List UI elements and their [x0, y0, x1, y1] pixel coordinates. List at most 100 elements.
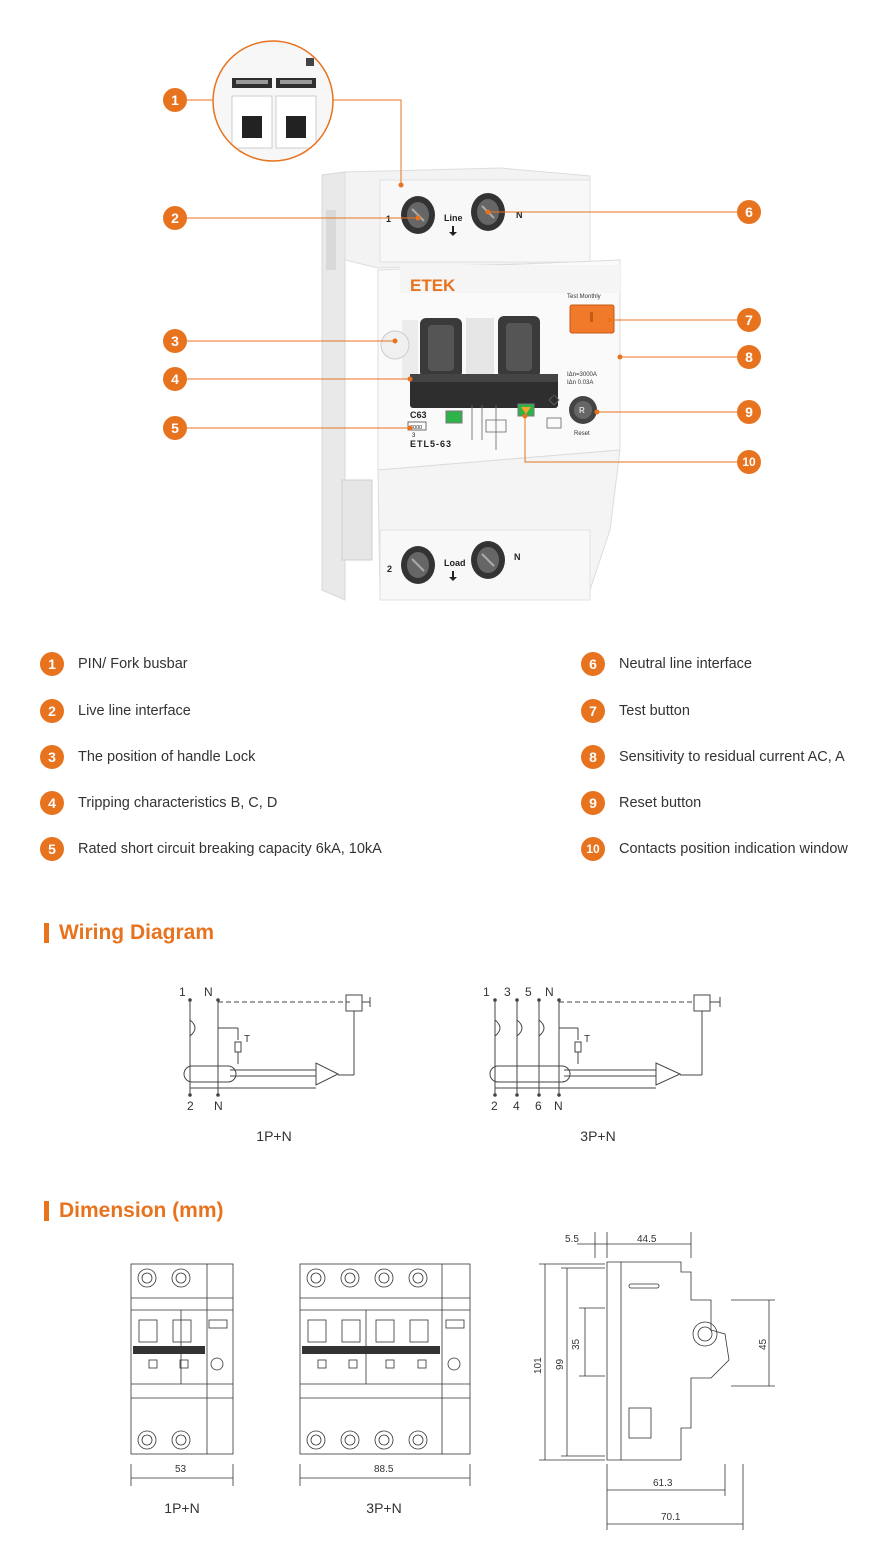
dimension-heading: Dimension (mm): [44, 1199, 224, 1223]
brand-logo: ETEK: [410, 276, 456, 295]
legend-text: Reset button: [619, 795, 702, 811]
width-label: 88.5: [374, 1464, 394, 1475]
top-neutral-label: N: [516, 210, 523, 220]
top-label-3: 3: [504, 985, 511, 999]
callout-badge-1: 1: [163, 88, 187, 112]
test-label: T: [584, 1034, 590, 1045]
callout-badge-3: 3: [163, 329, 187, 353]
legend-number: 7: [581, 699, 605, 723]
callout-badge-9: 9: [737, 400, 761, 424]
bottom-neutral-label: N: [514, 552, 521, 562]
dimension-title: Dimension (mm): [59, 1199, 224, 1222]
legend-number: 6: [581, 652, 605, 676]
test-monthly-label: Test Monthly: [567, 294, 601, 300]
wiring-diagram-title: Wiring Diagram: [59, 921, 214, 944]
bottom-label-n: N: [554, 1099, 563, 1110]
bottom-label-4: 4: [513, 1099, 520, 1110]
heading-bar: [44, 923, 49, 943]
legend-item-7: 7 Test button: [581, 698, 690, 724]
dim-44-5: 44.5: [637, 1234, 657, 1245]
load-arrow-icon: [449, 571, 457, 581]
callout-lines: [187, 99, 737, 463]
dim-61-3: 61.3: [653, 1478, 673, 1489]
top-label-5: 5: [525, 985, 532, 999]
bottom-label-2: 2: [491, 1099, 498, 1110]
legend-item-6: 6 Neutral line interface: [581, 651, 752, 677]
legend-item-9: 9 Reset button: [581, 790, 701, 816]
callout-badge-2: 2: [163, 206, 187, 230]
dim-101: 101: [533, 1357, 544, 1374]
width-label: 53: [175, 1464, 187, 1475]
legend-item-4: 4 Tripping characteristics B, C, D: [40, 790, 277, 816]
legend-text: Live line interface: [78, 703, 191, 719]
dimension-caption-1p-n: 1P+N: [164, 1500, 200, 1516]
legend-item-8: 8 Sensitivity to residual current AC, A: [581, 744, 845, 770]
wiring-caption-3p-n: 3P+N: [580, 1128, 616, 1144]
wiring-diagram-1p-n: 1 N T 2 N: [179, 985, 371, 1110]
legend-number: 9: [581, 791, 605, 815]
top-label-1: 1: [179, 985, 186, 999]
bottom-label-6: 6: [535, 1099, 542, 1110]
legend-item-2: 2 Live line interface: [40, 698, 191, 724]
class-mark: 3: [412, 433, 416, 439]
front-view-3p-n: 88.5: [299, 1263, 471, 1486]
legend-number: 3: [40, 745, 64, 769]
dimension-caption-3p-n: 3P+N: [366, 1500, 402, 1516]
legend-number: 2: [40, 699, 64, 723]
legend-text: Rated short circuit breaking capacity 6k…: [78, 841, 382, 857]
bottom-terminal-number: 2: [387, 564, 392, 574]
side-view-drawing: 5.5 44.5 101 99 35 45 61.3 70.1: [533, 1232, 775, 1530]
terminal-3-label: 3: [552, 393, 556, 399]
legend-item-3: 3 The position of handle Lock: [40, 744, 255, 770]
rating-label: C63: [410, 410, 427, 420]
dim-35: 35: [571, 1338, 582, 1350]
legend-text: Tripping characteristics B, C, D: [78, 795, 278, 811]
callout-badge-7: 7: [737, 308, 761, 332]
legend-number: 4: [40, 791, 64, 815]
line-arrow-icon: [449, 226, 457, 236]
legend-number: 8: [581, 745, 605, 769]
wiring-diagram-3p-n: 1 3 5 N T 2 4 6 N: [483, 985, 721, 1110]
model-label: ETL5-63: [410, 439, 452, 449]
dim-45: 45: [758, 1338, 769, 1350]
breaker-body: [321, 167, 621, 601]
front-view-1p-n: 53: [130, 1263, 234, 1486]
callout-badge-10: 10: [737, 450, 761, 474]
top-label-n: N: [545, 985, 554, 999]
heading-bar: [44, 1201, 49, 1221]
legend-number: 5: [40, 837, 64, 861]
wiring-diagram-heading: Wiring Diagram: [44, 921, 214, 945]
dim-70-1: 70.1: [661, 1512, 681, 1523]
product-illustration: ETEK Line N 1 Load N 2 Test Monthly IΔn=…: [187, 40, 737, 601]
legend-number: 10: [581, 837, 605, 861]
legend-item-5: 5 Rated short circuit breaking capacity …: [40, 836, 382, 862]
callout-badge-5: 5: [163, 416, 187, 440]
legend-item-10: 10 Contacts position indication window: [581, 836, 848, 862]
line-label: Line: [444, 213, 463, 223]
top-label-1: 1: [483, 985, 490, 999]
legend-item-1: 1 PIN/ Fork busbar: [40, 651, 188, 677]
reset-label: Reset: [574, 431, 590, 437]
idn-label-1: IΔn=3000A: [567, 372, 597, 378]
bottom-label-2: 2: [187, 1099, 194, 1110]
busbar-zoom-circle: [212, 40, 334, 162]
top-terminal-number: 1: [386, 214, 391, 224]
top-label-n: N: [204, 985, 213, 999]
legend-text: The position of handle Lock: [78, 749, 256, 765]
callout-badge-4: 4: [163, 367, 187, 391]
callout-badge-8: 8: [737, 345, 761, 369]
legend-text: Neutral line interface: [619, 656, 752, 672]
reset-button-badge: R: [579, 406, 585, 415]
load-label: Load: [444, 558, 466, 568]
legend-text: PIN/ Fork busbar: [78, 656, 188, 672]
dim-5-5: 5.5: [565, 1234, 579, 1245]
legend-number: 1: [40, 652, 64, 676]
idn-label-2: IΔn 0.03A: [567, 380, 593, 386]
dim-99: 99: [555, 1358, 566, 1370]
callout-badge-6: 6: [737, 200, 761, 224]
legend-text: Contacts position indication window: [619, 841, 848, 857]
test-label: T: [244, 1034, 250, 1045]
capacity-mark: 6000: [410, 425, 422, 431]
bottom-label-n: N: [214, 1099, 223, 1110]
legend-text: Sensitivity to residual current AC, A: [619, 749, 845, 765]
